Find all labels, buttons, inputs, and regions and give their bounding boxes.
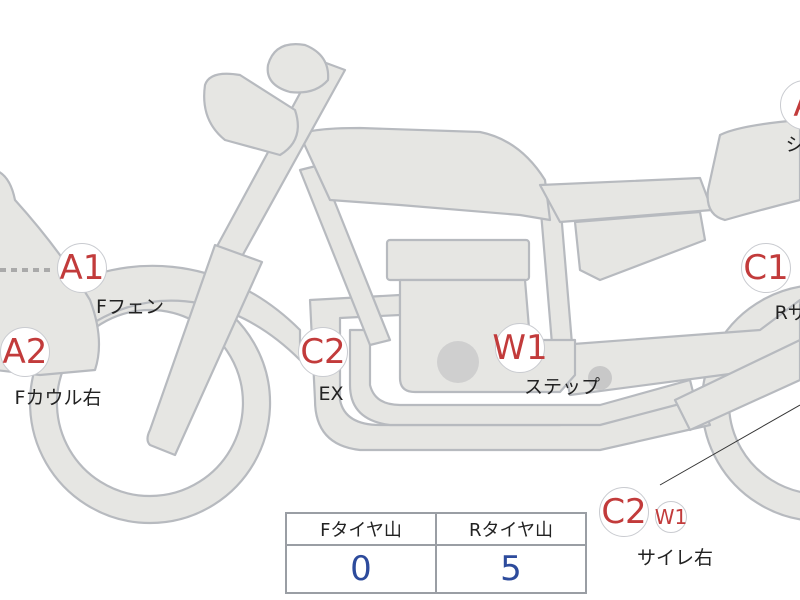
label-silencer-right: サイレ右 (636, 547, 714, 569)
label-seat: シ (785, 134, 800, 156)
frame (298, 163, 392, 347)
label-front-cowl-right: Fカウル右 (14, 387, 102, 409)
tail-cowl (706, 118, 800, 222)
label-rear-suspension: Rサス (774, 302, 800, 324)
marker-w1-silencer[interactable]: W1 (655, 501, 687, 533)
marker-c2-silencer[interactable]: C2 (599, 487, 649, 537)
engine-cover (437, 341, 479, 383)
marker-w1[interactable]: W1 (492, 323, 548, 373)
marker-c1[interactable]: C1 (741, 243, 791, 293)
header-front-tire: Fタイヤ山 (285, 512, 437, 546)
step-peg (588, 366, 612, 390)
value-rear-tire: 5 (435, 544, 587, 594)
mirror (266, 43, 330, 94)
exhaust-pipe-upper (348, 328, 697, 427)
label-step: ステップ (523, 376, 601, 398)
tire-tread-table: Fタイヤ山 Rタイヤ山 0 5 (285, 512, 587, 594)
value-front-tire: 0 (285, 544, 437, 594)
header-rear-tire: Rタイヤ山 (435, 512, 587, 546)
engine-head (385, 238, 531, 282)
marker-a1[interactable]: A1 (57, 243, 107, 293)
label-ex: EX (318, 383, 344, 405)
handlebar (203, 72, 299, 157)
side-cover (573, 210, 707, 282)
front-fork-lower (146, 243, 264, 457)
marker-a2[interactable]: A2 (0, 327, 50, 377)
label-front-fender: Fフェン (96, 296, 164, 318)
rear-shock (673, 338, 800, 432)
marker-c2-ex[interactable]: C2 (298, 327, 348, 377)
leader-line (659, 404, 800, 486)
